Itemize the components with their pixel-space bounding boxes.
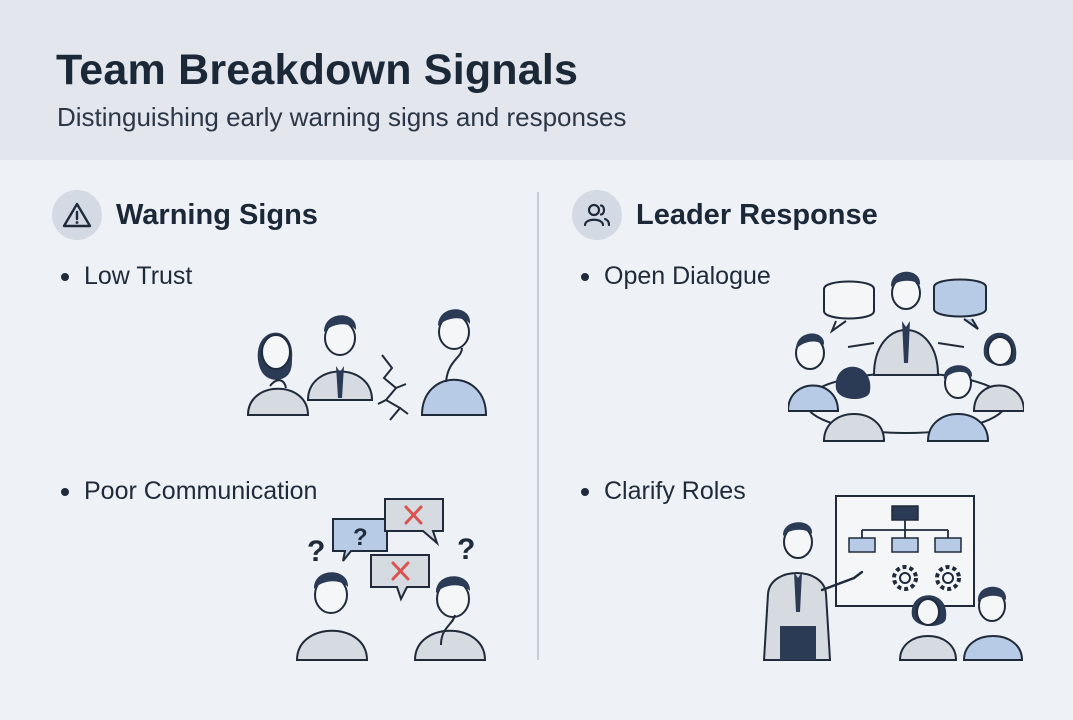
bullet-label-low-trust: Low Trust (84, 262, 193, 290)
svg-text:?: ? (353, 524, 368, 551)
confused-conversation-illustration: ? ? ? (295, 495, 495, 665)
leader-response-title: Leader Response (636, 198, 878, 231)
people-icon (572, 190, 622, 240)
org-chart-presentation-illustration (760, 494, 1028, 664)
bullet-clarify-roles: Clarify Roles (581, 477, 746, 506)
bullet-low-trust: Low Trust (61, 262, 192, 291)
round-table-discussion-illustration (788, 265, 1024, 445)
page-subtitle: Distinguishing early warning signs and r… (57, 102, 627, 132)
bullet-label-clarify-roles: Clarify Roles (604, 477, 746, 505)
column-divider (537, 192, 539, 660)
bullet-open-dialogue: Open Dialogue (581, 262, 771, 291)
warning-triangle-icon (52, 190, 102, 240)
svg-text:?: ? (307, 535, 325, 568)
bullet-dot (61, 487, 69, 496)
header-band: Team Breakdown Signals Distinguishing ea… (0, 0, 1073, 160)
bullet-label-open-dialogue: Open Dialogue (604, 262, 771, 290)
leader-response-header: Leader Response (572, 190, 878, 240)
svg-text:?: ? (457, 533, 475, 566)
bullet-dot (581, 272, 589, 281)
distrustful-coworkers-illustration (240, 300, 500, 430)
bullet-poor-communication: Poor Communication (61, 477, 317, 506)
warning-signs-header: Warning Signs (52, 190, 318, 240)
page-title: Team Breakdown Signals (56, 46, 579, 94)
bullet-dot (61, 272, 69, 281)
bullet-dot (581, 487, 589, 496)
warning-signs-title: Warning Signs (116, 198, 318, 231)
bullet-label-poor-communication: Poor Communication (84, 477, 318, 505)
